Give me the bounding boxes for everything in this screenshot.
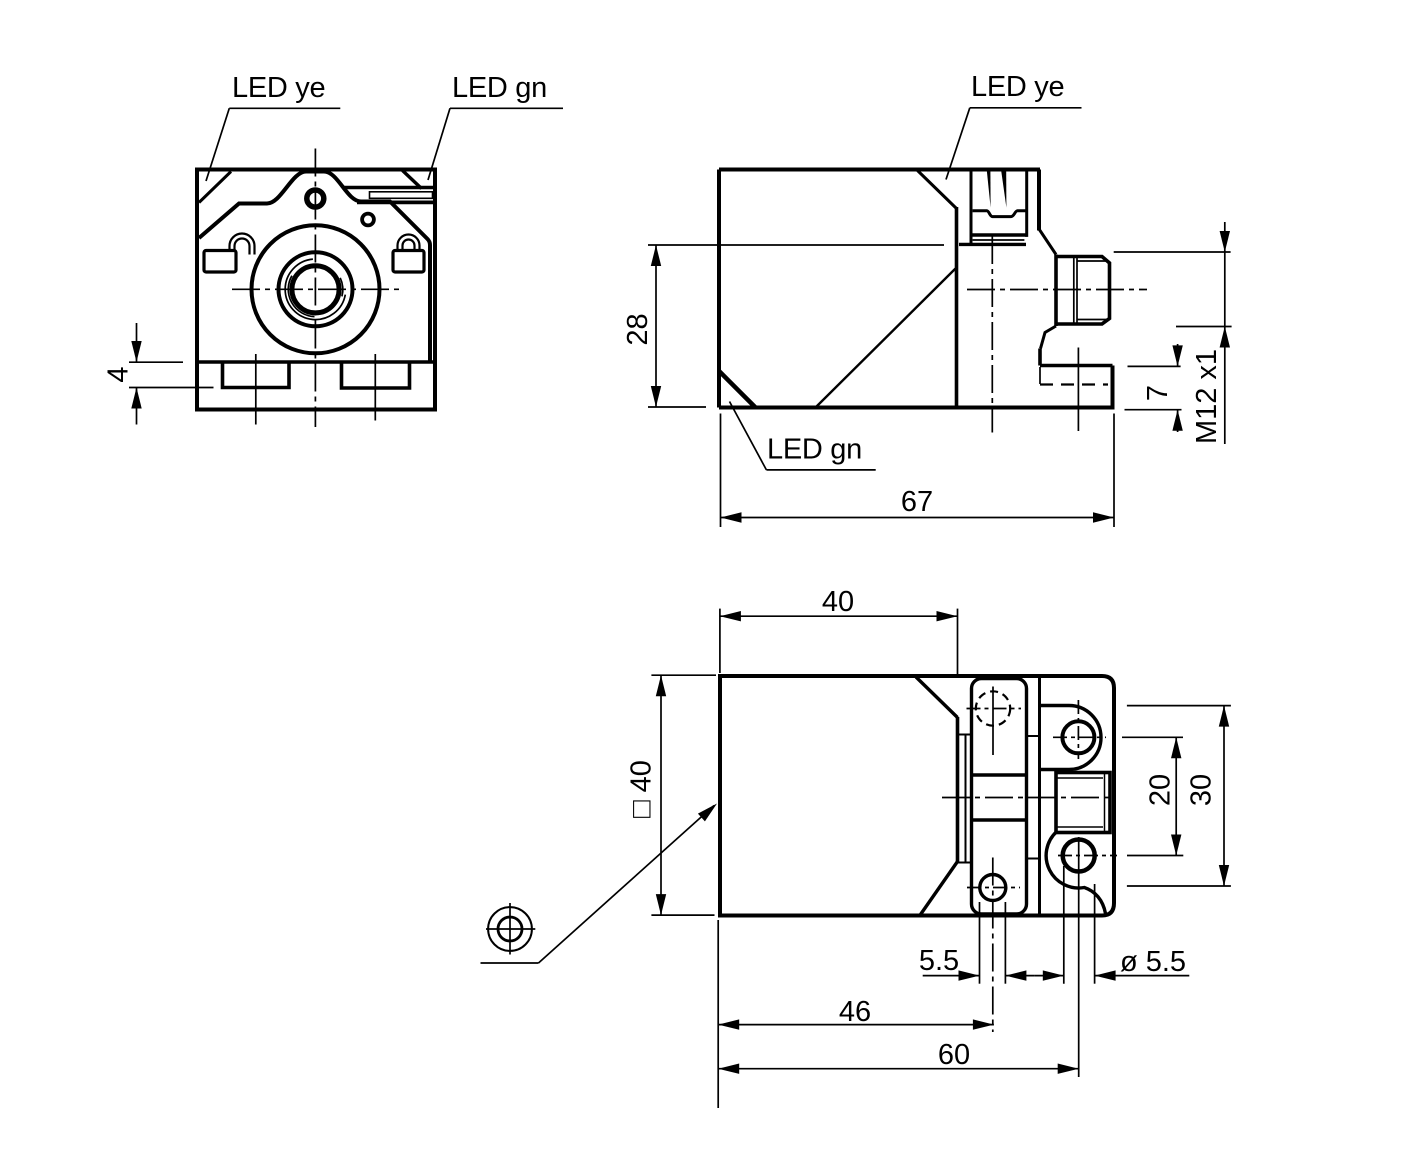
svg-text:4: 4 bbox=[103, 366, 135, 382]
svg-text:30: 30 bbox=[1186, 774, 1218, 806]
svg-text:46: 46 bbox=[839, 996, 871, 1028]
svg-text:□ 40: □ 40 bbox=[626, 760, 658, 818]
svg-text:ø 5.5: ø 5.5 bbox=[1120, 946, 1186, 978]
svg-text:28: 28 bbox=[622, 313, 654, 345]
svg-text:5.5: 5.5 bbox=[919, 945, 959, 977]
svg-text:M12 x1: M12 x1 bbox=[1191, 349, 1223, 444]
svg-text:LED gn: LED gn bbox=[452, 72, 547, 104]
svg-text:67: 67 bbox=[901, 486, 933, 518]
svg-text:7: 7 bbox=[1142, 385, 1174, 401]
svg-text:LED ye: LED ye bbox=[971, 71, 1064, 103]
svg-text:LED ye: LED ye bbox=[232, 72, 325, 104]
svg-text:40: 40 bbox=[822, 586, 854, 618]
svg-text:60: 60 bbox=[938, 1039, 970, 1071]
svg-text:20: 20 bbox=[1145, 774, 1177, 806]
svg-text:LED gn: LED gn bbox=[767, 434, 862, 466]
